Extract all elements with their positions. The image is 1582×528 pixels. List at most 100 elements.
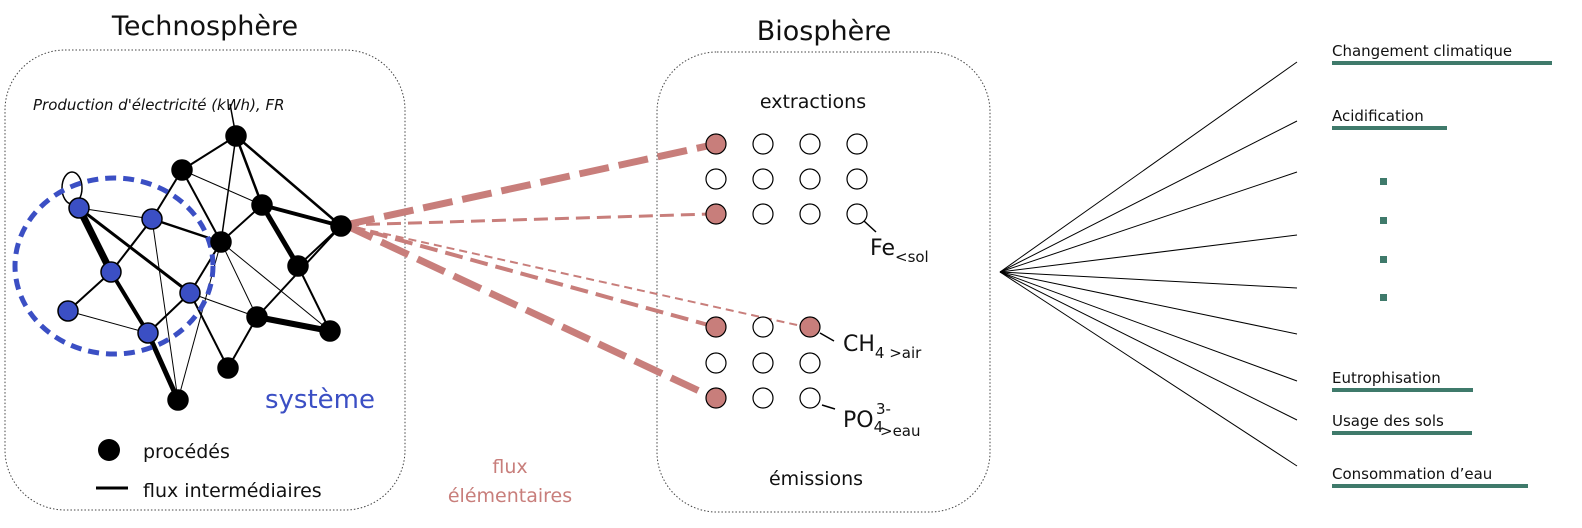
category-bar bbox=[1332, 484, 1528, 488]
process-node bbox=[210, 231, 232, 253]
process-node bbox=[167, 389, 189, 411]
substance-circle bbox=[705, 316, 727, 338]
flow-line-4 bbox=[344, 223, 713, 328]
category-bar bbox=[1332, 431, 1472, 435]
edge bbox=[220, 241, 331, 332]
flow-line-3 bbox=[344, 224, 807, 328]
ch4-callout-line bbox=[819, 332, 835, 342]
category-bar bbox=[1332, 388, 1473, 392]
substance-circle bbox=[752, 352, 774, 374]
edge bbox=[181, 169, 263, 206]
ellipsis-dot bbox=[1380, 294, 1387, 301]
ellipsis-dot bbox=[1380, 217, 1387, 224]
elementary-flows bbox=[343, 141, 807, 401]
po4-label: PO4 bbox=[843, 408, 883, 436]
edge bbox=[78, 206, 191, 295]
emissions-label: émissions bbox=[769, 468, 863, 490]
edge bbox=[189, 292, 229, 369]
elementary-flows-label-2: élémentaires bbox=[448, 485, 572, 507]
process-node bbox=[171, 159, 193, 181]
system-boundary bbox=[12, 175, 216, 357]
edge bbox=[256, 314, 331, 334]
substance-circle bbox=[799, 168, 821, 190]
ellipsis-dot bbox=[1380, 178, 1387, 185]
biosphere-title: Biosphère bbox=[757, 16, 892, 47]
substance-circle bbox=[846, 168, 868, 190]
substance-circle bbox=[705, 203, 727, 225]
legend-process-symbol bbox=[98, 439, 120, 461]
substance-circle bbox=[705, 387, 727, 409]
fan-line bbox=[999, 61, 1298, 273]
technosphere-title: Technosphère bbox=[111, 11, 298, 42]
system-process-node bbox=[179, 282, 201, 304]
substance-circle bbox=[705, 168, 727, 190]
process-node bbox=[330, 215, 352, 237]
fan-line bbox=[999, 271, 1298, 335]
fan-line bbox=[999, 271, 1298, 421]
fan-line bbox=[999, 171, 1298, 273]
po4-callout-line bbox=[821, 404, 836, 410]
fe-callout-line bbox=[863, 220, 877, 233]
category-label: Changement climatique bbox=[1332, 42, 1512, 60]
category-label: Eutrophisation bbox=[1332, 369, 1441, 387]
substance-circle bbox=[705, 352, 727, 374]
edge bbox=[220, 241, 258, 318]
substance-circle bbox=[846, 203, 868, 225]
system-label: système bbox=[265, 385, 375, 415]
edge bbox=[189, 292, 258, 318]
flow-line-2 bbox=[344, 212, 713, 227]
process-node bbox=[217, 357, 239, 379]
system-process-node bbox=[141, 208, 163, 230]
extractions-label: extractions bbox=[760, 91, 866, 113]
elementary-flows-label-1: flux bbox=[492, 456, 527, 478]
biosphere-substances bbox=[705, 133, 868, 409]
category-label: Acidification bbox=[1332, 107, 1424, 125]
process-node bbox=[225, 125, 247, 147]
edge bbox=[110, 218, 153, 273]
substance-circle bbox=[799, 316, 821, 338]
system-process-node bbox=[100, 261, 122, 283]
edge bbox=[78, 207, 153, 220]
impact-categories: Changement climatique Acidification Eutr… bbox=[1332, 42, 1552, 488]
category-label: Usage des sols bbox=[1332, 412, 1444, 430]
substance-circle bbox=[799, 387, 821, 409]
process-node bbox=[287, 255, 309, 277]
technosphere-box bbox=[4, 49, 406, 511]
flow-line-5 bbox=[343, 221, 714, 401]
edge bbox=[297, 265, 331, 332]
legend-processes: procédés bbox=[143, 441, 230, 463]
edge bbox=[67, 310, 149, 334]
process-node bbox=[319, 320, 341, 342]
flow-line-1 bbox=[344, 141, 713, 229]
po4-compartment: >eau bbox=[880, 422, 921, 440]
edge bbox=[75, 206, 115, 274]
process-label: Production d'électricité (kWh), FR bbox=[33, 96, 285, 114]
category-bar bbox=[1332, 61, 1552, 65]
category-label: Consommation d’eau bbox=[1332, 465, 1492, 483]
system-process-node bbox=[68, 197, 90, 219]
network-nodes bbox=[57, 125, 352, 411]
fe-label: Fe<sol bbox=[870, 236, 929, 266]
fan-line bbox=[999, 271, 1298, 467]
substance-circle bbox=[846, 133, 868, 155]
process-node bbox=[246, 306, 268, 328]
substance-circle bbox=[799, 352, 821, 374]
po4-charge: 3- bbox=[876, 400, 891, 418]
substance-circle bbox=[799, 203, 821, 225]
edge bbox=[234, 135, 264, 206]
fan-line bbox=[999, 120, 1298, 273]
fan-line bbox=[999, 234, 1298, 273]
system-process-node bbox=[57, 300, 79, 322]
legend-intermediate-flows: flux intermédiaires bbox=[143, 480, 322, 502]
fan-line bbox=[999, 271, 1298, 289]
substance-circle bbox=[705, 133, 727, 155]
biosphere-box bbox=[656, 51, 991, 513]
ellipsis-dot bbox=[1380, 256, 1387, 263]
substance-circle bbox=[752, 316, 774, 338]
edge bbox=[259, 203, 301, 268]
characterization-fan bbox=[999, 61, 1298, 467]
category-bar bbox=[1332, 126, 1447, 130]
process-node bbox=[251, 194, 273, 216]
fan-line bbox=[999, 271, 1298, 382]
